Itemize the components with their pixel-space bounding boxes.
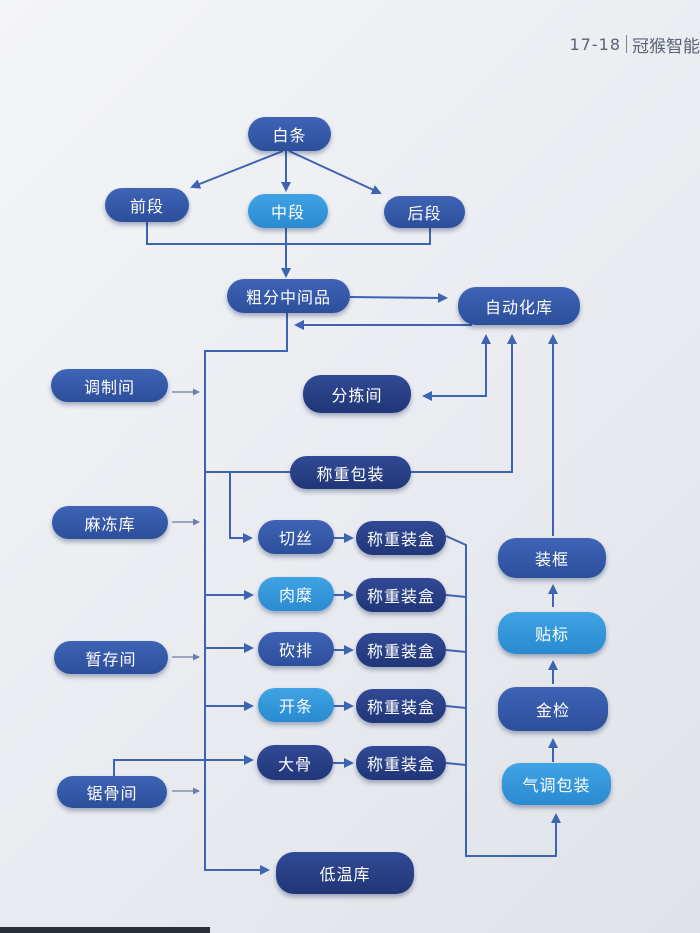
- node-dagu: 大骨: [257, 745, 333, 780]
- node-jinjian: 金检: [498, 687, 608, 731]
- node-zhuanghe-1: 称重装盒: [356, 521, 446, 555]
- page-number: 17-18: [569, 34, 621, 54]
- node-zhuanghe-2: 称重装盒: [356, 578, 446, 612]
- bottom-edge: [0, 927, 210, 933]
- node-chengzhong-baozhuang: 称重包装: [290, 456, 411, 489]
- book-title: 冠猴智能: [632, 36, 700, 57]
- node-roumi: 肉糜: [258, 577, 334, 611]
- node-cufen: 粗分中间品: [227, 279, 350, 313]
- page-header: 17-18 冠猴智能: [569, 33, 700, 57]
- node-baitiao: 白条: [248, 117, 331, 151]
- node-madong: 麻冻库: [52, 506, 168, 539]
- node-tiebiao: 贴标: [498, 612, 606, 654]
- header-divider: [626, 35, 627, 53]
- node-fenjian: 分拣间: [303, 375, 411, 413]
- node-zhuanghe-4: 称重装盒: [356, 689, 446, 723]
- node-jugu: 锯骨间: [57, 776, 167, 808]
- node-houduan: 后段: [384, 196, 465, 228]
- node-zidonghua: 自动化库: [458, 287, 580, 325]
- node-kaitiao: 开条: [258, 688, 334, 722]
- node-tiaozhi: 调制间: [51, 369, 168, 402]
- node-zhuangkuang: 装框: [498, 538, 606, 578]
- node-zhuanghe-3: 称重装盒: [356, 633, 446, 667]
- node-qianduan: 前段: [105, 188, 189, 222]
- node-zhuanghe-5: 称重装盒: [356, 746, 446, 780]
- node-diwen: 低温库: [276, 852, 414, 894]
- node-kanpai: 砍排: [258, 632, 334, 666]
- node-qitiao: 气调包装: [502, 763, 611, 805]
- node-zhongduan: 中段: [248, 194, 328, 228]
- node-zancun: 暂存间: [54, 641, 168, 674]
- node-qiesi: 切丝: [258, 520, 334, 554]
